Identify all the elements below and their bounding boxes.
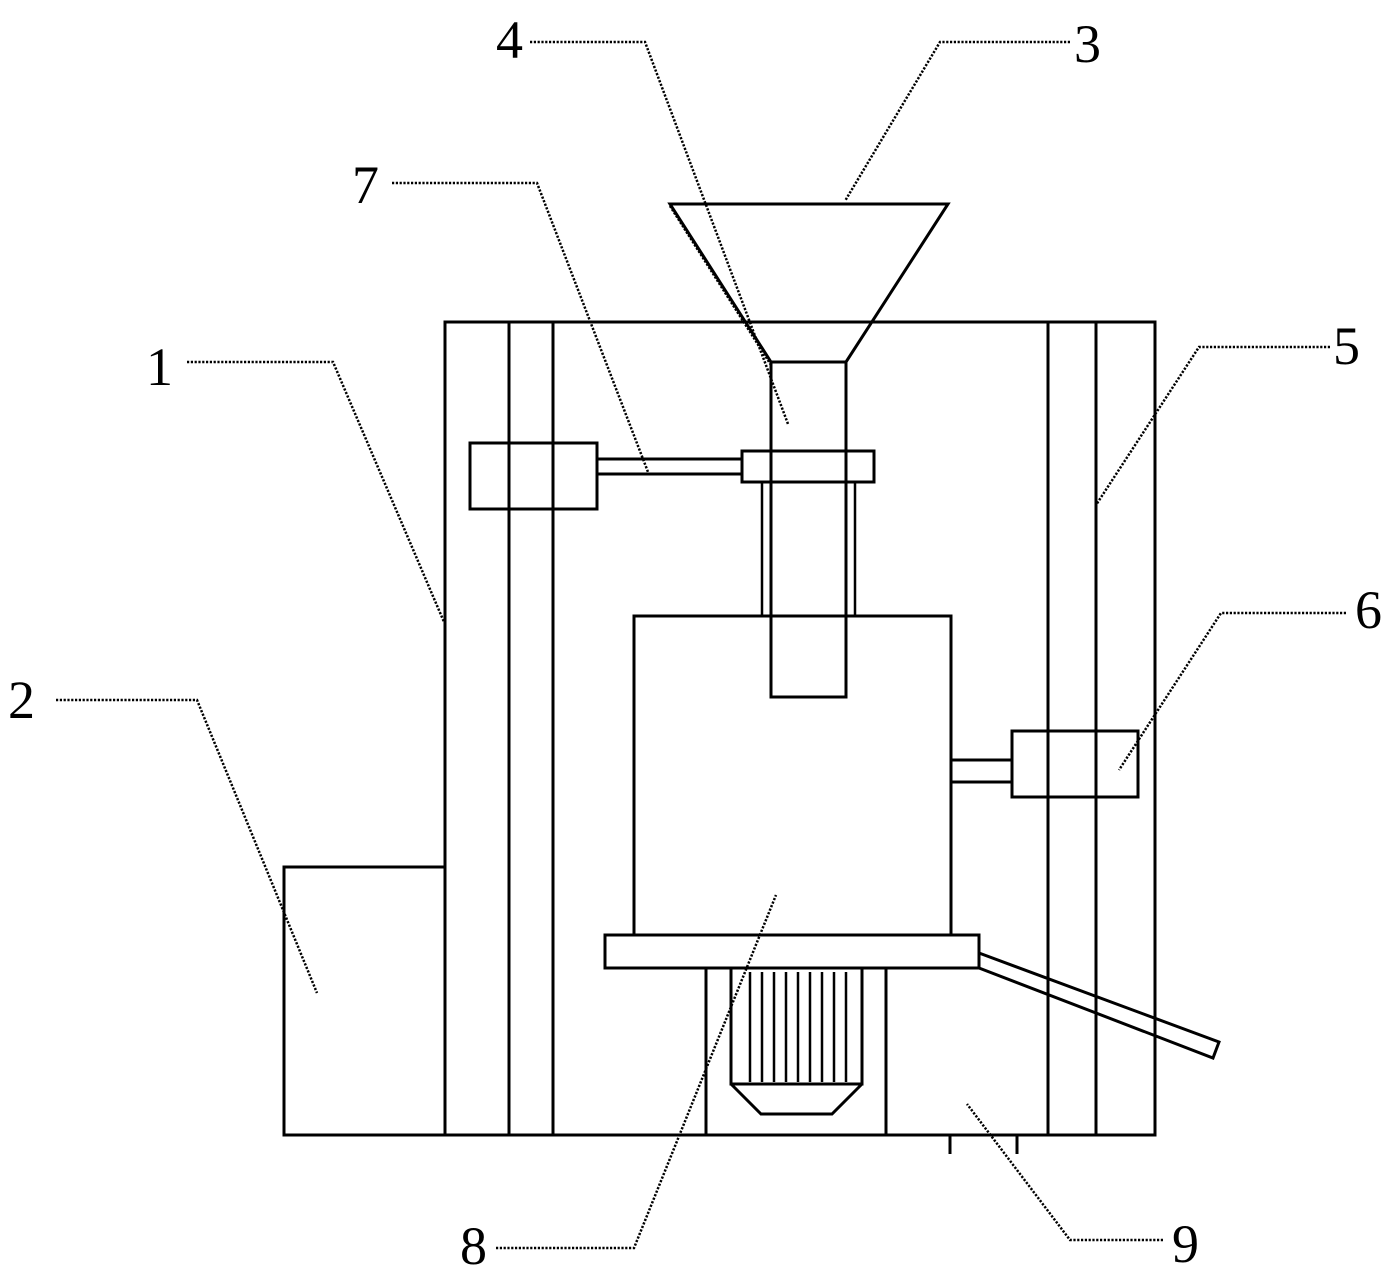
label-9: 9 [1172, 1214, 1199, 1271]
label-2: 2 [8, 670, 35, 730]
leader-7 [392, 181, 650, 473]
label-3: 3 [1074, 14, 1101, 74]
right-guide-rail [1046, 322, 1098, 1135]
side-box [282, 865, 445, 1137]
base-plate-and-chute [603, 933, 1221, 1060]
leader-lines [56, 40, 1346, 1250]
processing-chamber [632, 614, 953, 935]
feed-pipe [769, 360, 848, 699]
leader-3 [843, 40, 1070, 202]
leader-1 [187, 360, 446, 623]
label-6: 6 [1355, 580, 1382, 640]
leader-4 [530, 40, 790, 425]
label-1: 1 [146, 337, 173, 397]
leader-4b [668, 205, 773, 366]
label-8: 8 [460, 1216, 487, 1271]
leader-2 [56, 698, 319, 994]
bottom-plate [284, 1133, 1155, 1154]
hopper-funnel [667, 202, 951, 364]
leader-5 [1094, 345, 1330, 506]
side-actuator [949, 729, 1140, 799]
clamp-actuator-assembly [468, 441, 876, 616]
label-4: 4 [496, 10, 523, 70]
label-5: 5 [1333, 316, 1360, 376]
motor-assembly [704, 968, 888, 1135]
reference-numerals: 1 2 3 4 5 6 7 8 9 [8, 10, 1382, 1271]
leader-6 [1117, 611, 1346, 771]
leader-8 [496, 894, 778, 1250]
label-7: 7 [352, 155, 379, 215]
leader-9 [966, 1103, 1163, 1242]
